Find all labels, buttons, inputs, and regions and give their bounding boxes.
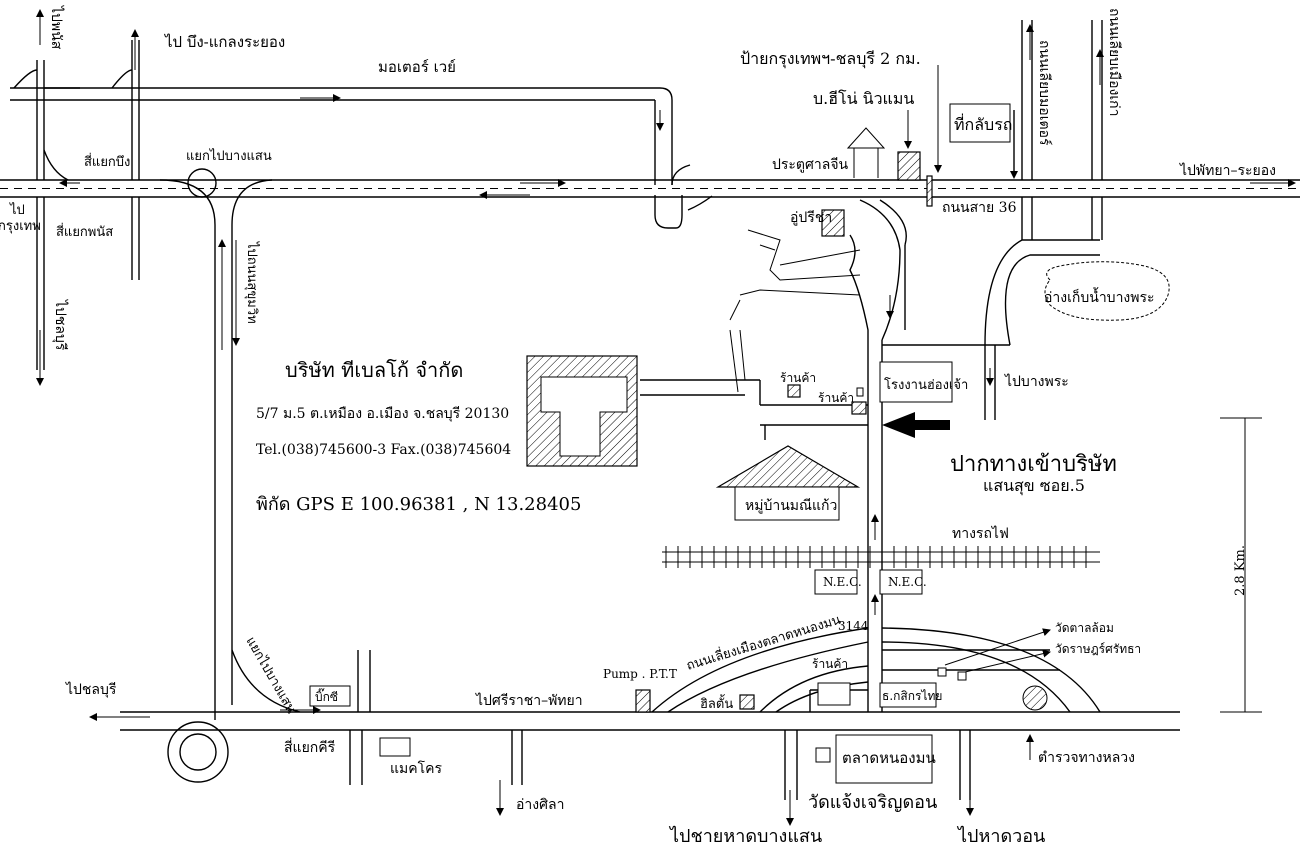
label-b-hino: บ.ฮีโน่ นิวแมน — [813, 89, 914, 108]
company-building — [526, 355, 638, 467]
railway — [662, 551, 1100, 563]
label-kiri-junction: สี่แยกคีรี — [284, 738, 336, 756]
label-nec2: N.E.C. — [888, 575, 927, 589]
motorway-road — [10, 87, 713, 229]
hilton-building — [739, 694, 755, 710]
reservoir-shape — [1044, 261, 1170, 321]
label-hilton: ฮิลตั้น — [700, 694, 733, 712]
label-wat-chaeng: วัดแจ้งเจริญดอน — [808, 792, 937, 813]
market-box — [835, 734, 933, 784]
label-bueng-junction: สี่แยกบึง — [84, 153, 130, 170]
entrance-sub: แสนสุข ซอย.5 — [983, 476, 1085, 496]
bypass-road — [651, 627, 1101, 713]
label-makro: แมคโคร — [390, 760, 443, 777]
shop2-sign — [856, 387, 864, 397]
label-pump: Pump . P.T.T — [603, 667, 677, 681]
nec2-box — [879, 569, 923, 595]
label-angsila: อ่างศิลา — [516, 797, 564, 813]
label-to-phanat: ไปพนัส — [48, 5, 65, 50]
label-road3144: 3144 — [838, 619, 869, 633]
direction-arrows — [36, 9, 1296, 826]
shop2-building — [851, 401, 867, 415]
label-shop2: ร้านค้า — [818, 391, 854, 405]
hino-building — [897, 151, 921, 181]
label-to-bangsaen-diag: แยกไปบางแสน — [243, 634, 300, 716]
label-chinese-gate: ประตูศาลจีน — [772, 157, 849, 173]
label-wat1: วัดตาลล้อม — [1055, 621, 1114, 635]
sign-post — [926, 175, 933, 207]
company-name: บริษัท ทีเบลโก้ จำกัด — [285, 358, 463, 382]
label-motorway: มอเตอร์ เวย์ — [378, 58, 456, 76]
label-to-pattaya-rayong: ไปพัทยา–ระยอง — [1179, 162, 1276, 179]
right-roads — [882, 20, 1103, 420]
company-tel: Tel.(038)745600-3 Fax.(038)745604 — [256, 442, 511, 458]
wat-chaeng-box — [815, 747, 831, 763]
shop3-box — [817, 682, 851, 706]
route-36-road — [0, 179, 1300, 198]
shop1-building — [787, 384, 801, 398]
bigc-box — [309, 685, 351, 707]
label-rd-right1: ถนนเลียบมอเตอร์ — [1036, 40, 1053, 146]
left-vertical-roads — [13, 40, 140, 370]
wat1-box — [937, 667, 947, 677]
label-phanat-junction: สี่แยกพนัส — [56, 223, 113, 240]
label-factory: โรงงานฮ่องเจ้า — [884, 377, 968, 393]
label-shop3: ร้านค้า — [812, 657, 848, 671]
wat2-box — [957, 671, 967, 681]
label-to-bueng-klaeng: ไป บึง-แกลงระยอง — [164, 33, 285, 51]
label-bkk-chonburi-sign: ป้ายกรุงเทพฯ-ชลบุรี 2 กม. — [740, 49, 921, 69]
makro-box — [379, 737, 411, 757]
company-gps: พิกัด GPS E 100.96381 , N 13.28405 — [256, 494, 581, 515]
label-railway: ทางรถไฟ — [952, 525, 1009, 542]
nec1-box — [814, 569, 858, 595]
label-rd36: ถนนสาย 36 — [942, 200, 1017, 216]
label-to-bkk-2: กรุงเทพ — [0, 219, 41, 234]
label-u-turn: ที่กลับรถ — [954, 113, 1012, 134]
label-to-bangsaen-beach: ไปชายหาดบางแสน — [668, 825, 822, 847]
label-to-wonnapa: ไปหาดวอน — [956, 825, 1045, 847]
label-nongmon-market: ตลาดหนองมน — [842, 749, 936, 767]
label-distance: 2.8 Km. — [1233, 545, 1248, 596]
label-reservoir: อ่างเก็บน้ำบางพระ — [1044, 287, 1155, 306]
label-to-sriracha: ไปศรีราชา–พัทยา — [475, 692, 583, 709]
label-cooprecha: อู่ปรีชา — [790, 210, 832, 226]
label-to-sukhumvit: ไปถนนสุขุมวิท — [244, 241, 260, 324]
small-roads — [729, 229, 861, 393]
tree-symbol — [1022, 685, 1048, 711]
label-village: หมู่บ้านมณีแก้ว — [745, 498, 837, 514]
railway-ties — [665, 546, 1087, 568]
label-shop1: ร้านค้า — [780, 371, 816, 385]
entrance-title: ปากทางเข้าบริษัท — [950, 452, 1117, 477]
label-wat2: วัดราษฎร์ศรัทธา — [1055, 642, 1141, 656]
label-kasikorn: ธ.กสิกรไทย — [882, 689, 942, 703]
label-to-chonburi-v: ไปชลบุรี — [52, 299, 69, 351]
pump-building — [635, 689, 651, 713]
company-address: 5/7 ม.5 ต.เหมือง อ.เมือง จ.ชลบุรี 20130 — [256, 406, 509, 422]
label-to-bkk-1: ไป — [9, 202, 25, 218]
label-highway-police: ตำรวจทางหลวง — [1038, 750, 1135, 766]
entrance-arrow — [882, 412, 950, 438]
label-to-bangsaen-junc: แยกไปบางแสน — [186, 148, 272, 164]
factory-box — [879, 361, 953, 403]
label-to-chonburi-h: ไปชลบุรี — [65, 681, 117, 698]
u-turn-box — [949, 103, 1011, 143]
cooprecha-building — [821, 209, 845, 237]
village-house — [715, 445, 861, 521]
label-nec1: N.E.C. — [823, 575, 862, 589]
distance-scale — [1220, 417, 1262, 713]
label-to-bangphra: ไปบางพระ — [1004, 373, 1069, 390]
sukhumvit-road — [159, 168, 301, 783]
label-bigc: บิ๊กซี — [315, 688, 338, 704]
chinese-gate-shape — [846, 127, 886, 178]
kasikorn-box — [879, 682, 937, 708]
label-rd-right2: ถนนเลียบเมืองเก่า — [1106, 8, 1122, 116]
